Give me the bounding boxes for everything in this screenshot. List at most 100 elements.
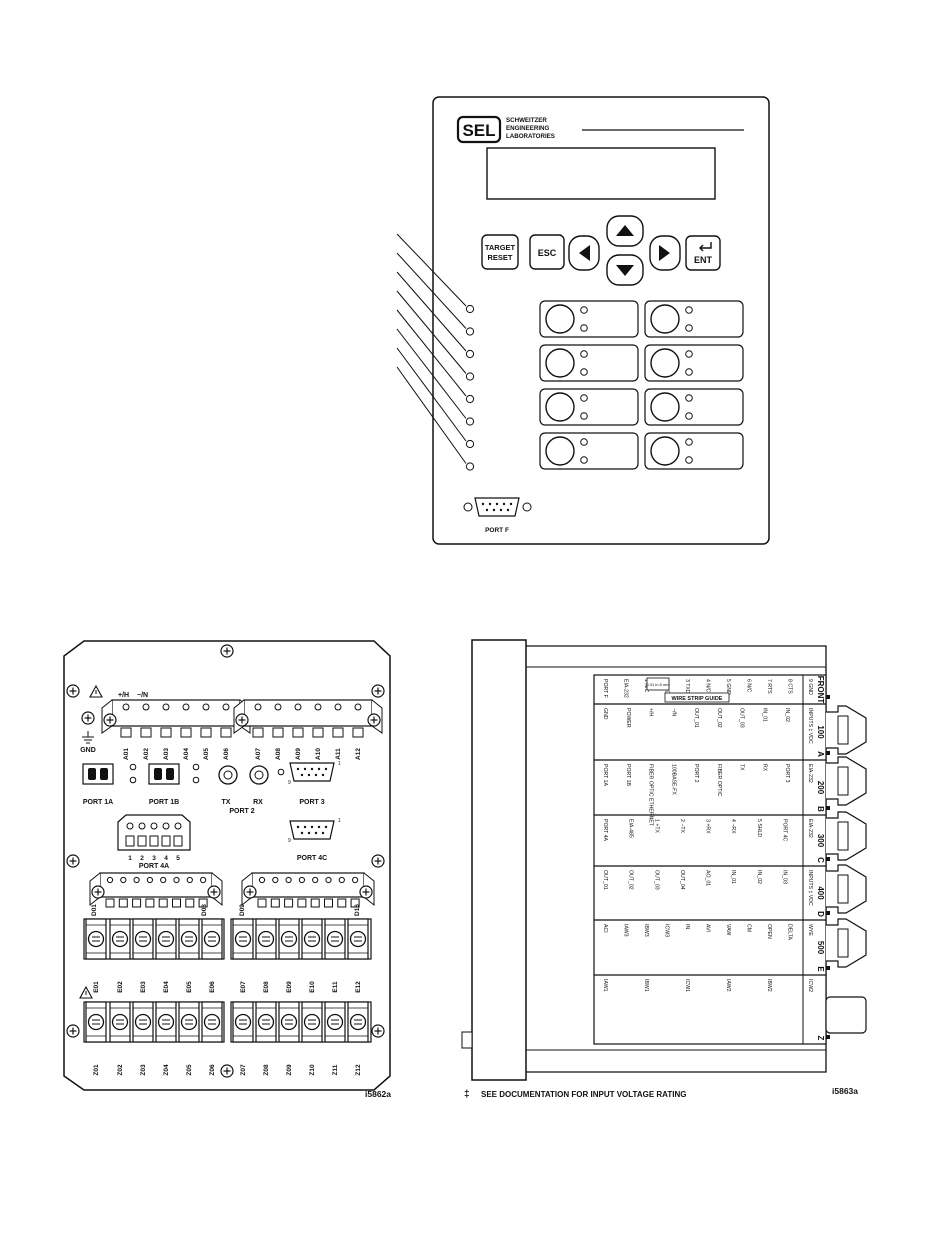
port-2[interactable]: TX RX PORT 2: [218, 765, 269, 815]
up-arrow-button[interactable]: [606, 215, 644, 247]
operator-pushbutton[interactable]: [539, 388, 639, 426]
port-3[interactable]: 1 9 PORT 3: [288, 761, 341, 806]
terminal-e11[interactable]: [324, 918, 346, 960]
terminal-z11[interactable]: [324, 1001, 346, 1043]
target-led: [465, 372, 475, 381]
d-terminal[interactable]: [310, 898, 320, 908]
side-terminal-label: IBW3: [643, 924, 649, 937]
ent-button[interactable]: ENT: [685, 235, 721, 271]
operator-pushbutton[interactable]: [644, 344, 744, 382]
terminal-e10[interactable]: [301, 918, 323, 960]
terminal-z01[interactable]: [85, 1001, 107, 1043]
side-terminal-label: 8 CTS: [787, 679, 793, 694]
terminal-e01[interactable]: [85, 918, 107, 960]
port-4a-pin: [126, 822, 134, 830]
terminal-a03[interactable]: [160, 727, 172, 738]
d-terminal[interactable]: [270, 898, 280, 908]
operator-pushbutton[interactable]: [539, 432, 639, 470]
d-terminal[interactable]: [284, 898, 294, 908]
terminal-a06[interactable]: [220, 727, 232, 738]
terminal-screw-icon: [146, 876, 153, 884]
d-terminal[interactable]: [158, 898, 168, 908]
port-4a-socket[interactable]: [125, 835, 135, 847]
terminal-a09[interactable]: [292, 727, 304, 738]
d-terminal[interactable]: [337, 898, 347, 908]
terminal-a07[interactable]: [252, 727, 264, 738]
operator-pushbutton[interactable]: [644, 300, 744, 338]
target-led: [465, 304, 475, 314]
target-reset-button[interactable]: TARGET RESET: [481, 234, 519, 270]
operator-pushbutton[interactable]: [539, 344, 639, 382]
side-terminal-label: IN_02: [756, 870, 762, 884]
port-1a[interactable]: PORT 1A: [82, 763, 114, 806]
d-terminal[interactable]: [324, 898, 333, 908]
terminal-a12[interactable]: [352, 727, 364, 738]
operator-pushbutton[interactable]: [644, 432, 744, 470]
terminal-a02[interactable]: [140, 727, 152, 738]
d-terminal[interactable]: [198, 898, 208, 908]
target-led: [465, 462, 475, 471]
gnd-terminal[interactable]: GND: [80, 711, 96, 754]
terminal-e08[interactable]: [255, 918, 277, 960]
operator-pushbutton[interactable]: [539, 300, 639, 338]
terminal-e12[interactable]: [347, 918, 369, 960]
terminal-e02[interactable]: [109, 918, 131, 960]
terminal-z05[interactable]: [178, 1001, 200, 1043]
d-terminal[interactable]: [132, 898, 142, 908]
terminal-z09[interactable]: [278, 1001, 300, 1043]
d-terminal[interactable]: [257, 898, 267, 908]
port-4c[interactable]: 1 9 PORT 4C: [288, 818, 341, 862]
terminal-a10[interactable]: [312, 727, 324, 738]
down-arrow-button[interactable]: [606, 254, 644, 286]
side-figure-id: i5863a: [832, 1086, 858, 1096]
terminal-e04[interactable]: [155, 918, 177, 960]
terminal-a04[interactable]: [180, 727, 192, 738]
d-terminal[interactable]: [297, 898, 307, 908]
terminal-a11[interactable]: [332, 727, 344, 738]
d-terminal[interactable]: [105, 898, 115, 908]
side-terminal-label: OUT_03: [739, 708, 745, 728]
terminal-label: Z10: [309, 1064, 316, 1076]
slot-notch: [826, 806, 830, 810]
terminal-z07[interactable]: [232, 1001, 254, 1043]
terminal-screw-icon: [162, 703, 170, 711]
port-f-connector[interactable]: [474, 497, 520, 517]
terminal-z04[interactable]: [155, 1001, 177, 1043]
left-arrow-button[interactable]: [568, 235, 600, 271]
port-f[interactable]: PORT F: [463, 497, 532, 534]
terminal-e05[interactable]: [178, 918, 200, 960]
terminal-z12[interactable]: [347, 1001, 369, 1043]
terminal-e06[interactable]: [201, 918, 223, 960]
terminal-z03[interactable]: [132, 1001, 154, 1043]
d-terminal[interactable]: [172, 898, 181, 908]
terminal-z06[interactable]: [201, 1001, 223, 1043]
terminal-a08[interactable]: [272, 727, 284, 738]
terminal-e03[interactable]: [132, 918, 154, 960]
sel-logo: [456, 115, 502, 144]
d-terminal[interactable]: [350, 898, 360, 908]
terminal-a05[interactable]: [200, 727, 212, 738]
terminal-z10[interactable]: [301, 1001, 323, 1043]
d-terminal[interactable]: [185, 898, 195, 908]
operator-pushbutton[interactable]: [644, 388, 744, 426]
side-terminal-label: FIBER OPTIC: [716, 764, 722, 797]
side-terminal-label: IN: [684, 924, 690, 929]
d-terminal[interactable]: [118, 898, 128, 908]
terminal-z02[interactable]: [109, 1001, 131, 1043]
port-4a-socket[interactable]: [173, 835, 183, 847]
side-terminal-label: OPEN: [766, 924, 772, 939]
terminal-e09[interactable]: [278, 918, 300, 960]
terminal-label: Z06: [209, 1064, 216, 1076]
terminal-e07[interactable]: [232, 918, 254, 960]
port-4a-socket[interactable]: [149, 835, 159, 847]
port-4a-socket[interactable]: [137, 835, 147, 847]
d-terminal[interactable]: [145, 898, 155, 908]
port-4a-socket[interactable]: [161, 835, 171, 847]
terminal-a01[interactable]: [120, 727, 132, 738]
port-1b[interactable]: PORT 1B: [148, 763, 180, 806]
terminal-z08[interactable]: [255, 1001, 277, 1043]
esc-button[interactable]: ESC: [529, 234, 565, 270]
right-arrow-button[interactable]: [649, 235, 681, 271]
